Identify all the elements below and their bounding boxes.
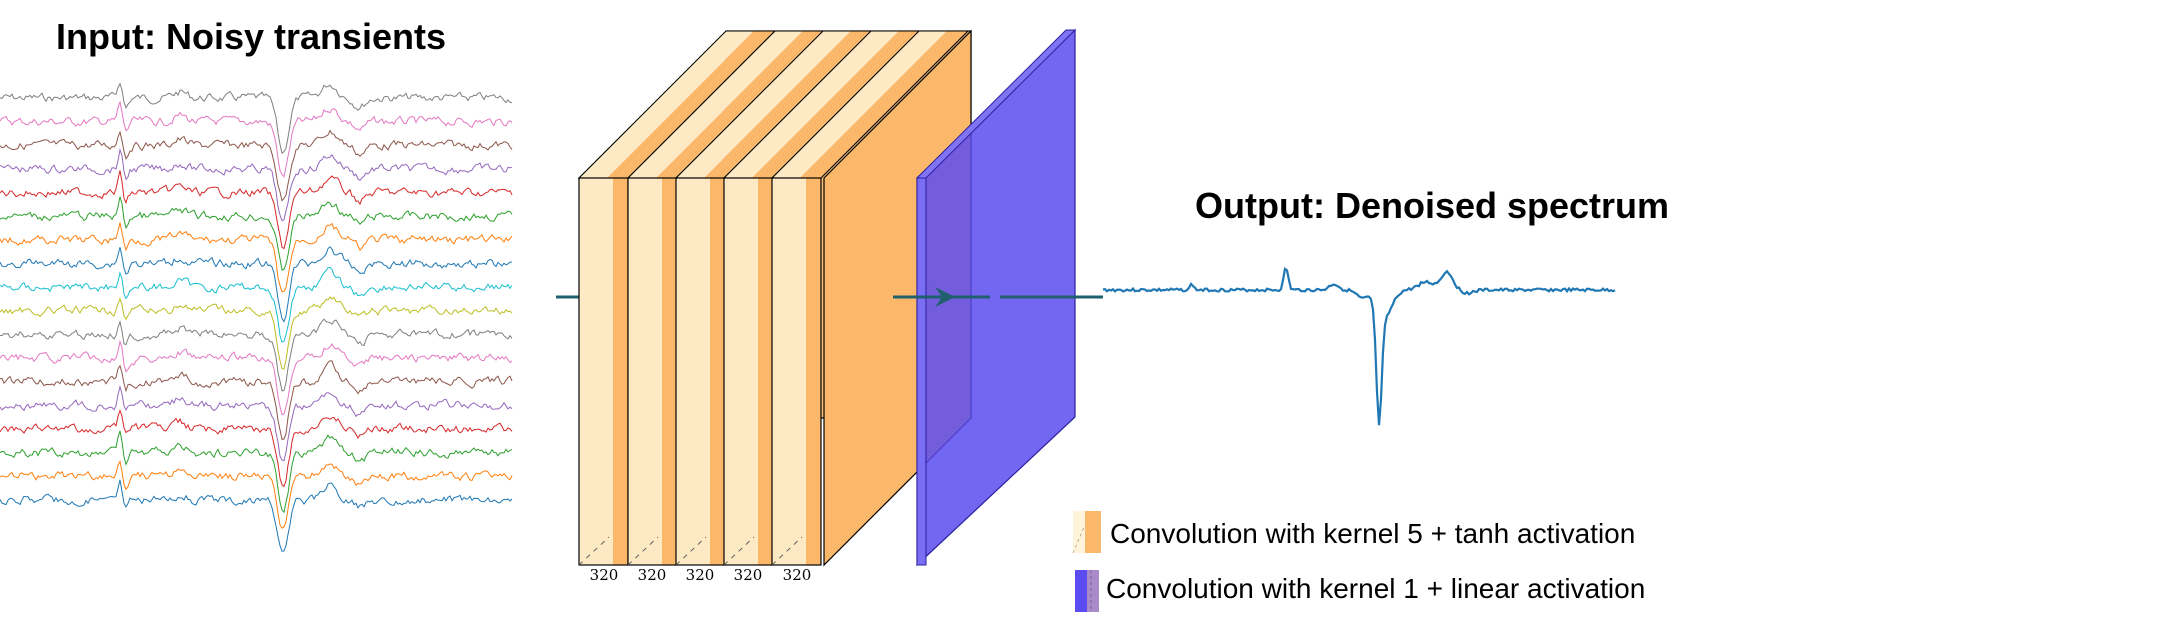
noisy-transient-trace (0, 360, 513, 441)
arrow-head-icon (935, 287, 955, 307)
noisy-transient-trace (0, 266, 513, 343)
noisy-transient-trace (0, 408, 513, 488)
noisy-transients-plot (0, 82, 513, 552)
noisy-transient-trace (0, 196, 513, 271)
legend-label-conv: Convolution with kernel 5 + tanh activat… (1110, 518, 1636, 549)
noisy-transient-trace (0, 339, 513, 416)
noisy-transient-trace (0, 82, 513, 155)
legend-swatch-conv (1072, 511, 1101, 554)
noisy-transient-trace (0, 384, 513, 462)
noisy-transient-trace (0, 430, 513, 514)
noisy-transient-trace (0, 246, 513, 323)
channel-labels: 320 320 320 320 320 (590, 566, 812, 584)
final-linear-layer (915, 28, 1077, 567)
channel-label-4: 320 (734, 566, 763, 584)
denoised-spectrum-trace (1102, 266, 1616, 426)
channel-label-1: 320 (590, 566, 619, 584)
legend-label-linear: Convolution with kernel 1 + linear activ… (1106, 573, 1646, 604)
noisy-transient-trace (0, 479, 513, 552)
channel-label-5: 320 (783, 566, 812, 584)
noisy-transient-trace (0, 460, 513, 529)
noisy-transient-trace (0, 296, 513, 370)
noisy-transient-trace (0, 100, 513, 178)
input-title: Input: Noisy transients (56, 16, 447, 57)
noisy-transient-trace (0, 147, 513, 222)
noisy-transient-trace (0, 222, 513, 293)
channel-label-2: 320 (638, 566, 667, 584)
channel-label-3: 320 (686, 566, 715, 584)
legend-swatch-linear (1075, 570, 1099, 612)
output-title: Output: Denoised spectrum (1195, 185, 1670, 226)
noisy-transient-trace (0, 170, 513, 250)
noisy-transient-trace (0, 318, 513, 392)
noisy-transient-trace (0, 129, 513, 202)
